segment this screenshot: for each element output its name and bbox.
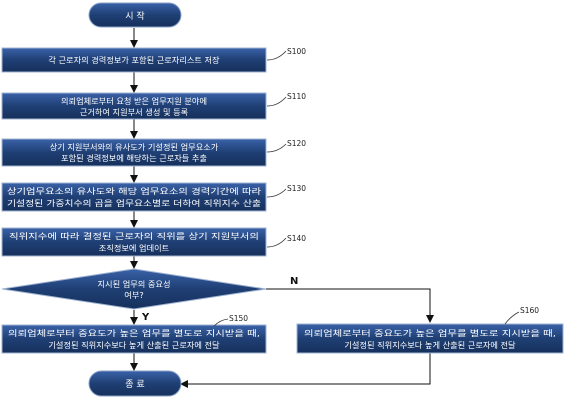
step-s130-line1: 상기업무요소의 유사도와 해당 업무요소의 경력기간에 따라 xyxy=(7,186,262,196)
decision-line2: 여부? xyxy=(124,290,143,300)
step-s110-line2: 근거하여 지원부서 생성 및 등록 xyxy=(80,107,189,117)
step-s150-line2: 기설정된 직위지수보다 높게 산출된 근로자에 전달 xyxy=(48,340,220,350)
step-s120: 상기 지원부서와의 유사도가 기설정된 업무요소가 포함된 경력정보에 해당하는… xyxy=(1,138,267,167)
end-terminal: 종 료 xyxy=(88,370,182,397)
step-s130-id: S130 xyxy=(287,184,306,193)
step-s110-line1: 의뢰업체로부터 요청 받은 업무지원 분야에 xyxy=(61,96,207,106)
step-s160: 의뢰업체로부터 중요도가 높은 업무를 별도로 지시받을 때, 기설정된 직위지… xyxy=(296,323,564,354)
step-s160-line1: 의뢰업체로부터 중요도가 높은 업무를 별도로 지시받을 때, xyxy=(304,328,556,338)
step-s140: 직위지수에 따라 결정된 근로자의 직위를 상기 지원부서의 조직정보에 업데이… xyxy=(1,227,267,257)
step-s150-id: S150 xyxy=(229,314,248,323)
step-s160-leader xyxy=(504,311,520,325)
step-s120-id: S120 xyxy=(287,139,306,148)
decision-diamond: 지시된 업무의 중요성 여부? xyxy=(1,268,267,310)
step-s120-leader xyxy=(266,143,287,153)
step-s160-line2: 기설정된 직위지수보다 높게 산출된 근로자에 전달 xyxy=(344,340,516,350)
decision-yes-label: Y xyxy=(141,312,150,323)
start-terminal: 시 작 xyxy=(88,2,182,28)
step-s140-line1: 직위지수에 따라 결정된 근로자의 직위를 상기 지원부서의 xyxy=(9,231,259,241)
connectors xyxy=(130,28,434,388)
step-s120-line2: 포함된 경력정보에 해당하는 근로자들 추출 xyxy=(61,153,207,163)
step-s120-line1: 상기 지원부서와의 유사도가 기설정된 업무요소가 xyxy=(50,142,219,152)
step-s150-leader xyxy=(213,318,229,327)
step-s130-line2: 기설정된 가중치수의 곱을 업무요소별로 더하여 직위지수 산출 xyxy=(7,198,262,208)
step-s150-line1: 의뢰업체로부터 중요도가 높은 업무를 별도로 지시받을 때, xyxy=(8,328,260,338)
step-s100-leader xyxy=(266,50,287,61)
step-s130: 상기업무요소의 유사도와 해당 업무요소의 경력기간에 따라 기설정된 가중치수… xyxy=(1,182,267,212)
step-s140-id: S140 xyxy=(287,234,306,243)
arrow-s160-to-end xyxy=(180,353,431,388)
step-s140-line2: 조직정보에 업데이트 xyxy=(99,243,170,253)
step-s140-leader xyxy=(266,237,287,248)
step-s100-id: S100 xyxy=(287,47,306,56)
step-s100: 각 근로자의 경력정보가 포함된 근로자리스트 저장 xyxy=(1,47,267,73)
step-s150: 의뢰업체로부터 중요도가 높은 업무를 별도로 지시받을 때, 기설정된 직위지… xyxy=(1,324,267,354)
step-s100-line1: 각 근로자의 경력정보가 포함된 근로자리스트 저장 xyxy=(48,55,220,65)
decision-line1: 지시된 업무의 중요성 xyxy=(98,279,171,289)
step-s110: 의뢰업체로부터 요청 받은 업무지원 분야에 근거하여 지원부서 생성 및 등록 xyxy=(1,92,267,120)
start-label: 시 작 xyxy=(125,11,144,22)
step-s110-id: S110 xyxy=(287,92,306,101)
step-s110-leader xyxy=(266,96,287,107)
decision-no-label: N xyxy=(290,276,298,287)
step-s160-id: S160 xyxy=(520,306,539,315)
step-s130-leader xyxy=(266,188,287,198)
end-label: 종 료 xyxy=(125,379,144,390)
arrow-decision-no xyxy=(266,288,434,323)
